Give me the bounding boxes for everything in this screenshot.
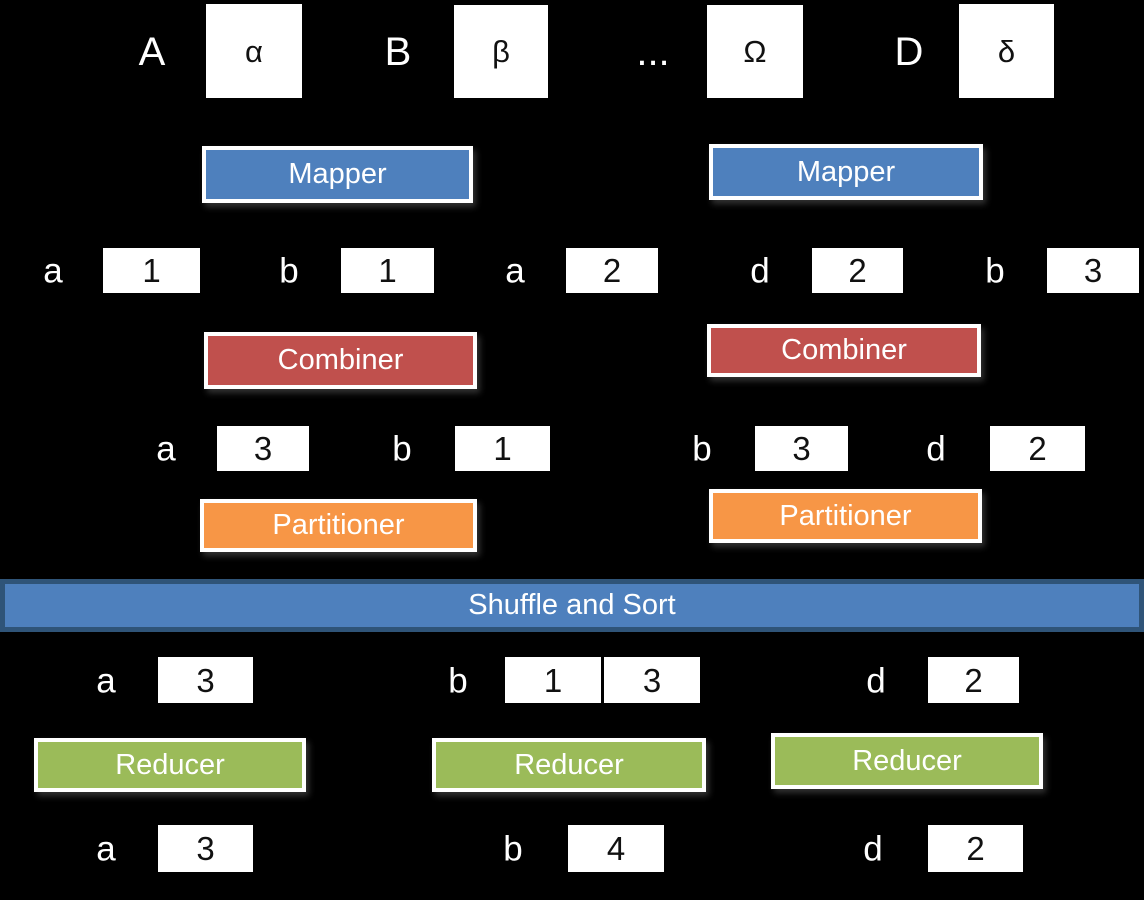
- partitioner-box: Partitioner: [709, 489, 982, 543]
- kv-value-box: 3: [755, 426, 848, 471]
- kv-value-box: 1: [455, 426, 550, 471]
- kv-key: d: [863, 829, 883, 869]
- kv-value-pair: 1 3: [505, 657, 700, 703]
- combiner-box: Combiner: [707, 324, 981, 377]
- reducer-box: Reducer: [432, 738, 706, 792]
- kv-key: b: [448, 661, 468, 701]
- kv-value-box: 2: [812, 248, 903, 293]
- kv-key: b: [392, 429, 412, 469]
- mapper-box: Mapper: [709, 144, 983, 200]
- kv-value-box: 3: [158, 825, 253, 872]
- input-doc-box: δ: [959, 4, 1054, 98]
- kv-value-box: 1: [103, 248, 200, 293]
- input-doc-box: β: [454, 5, 548, 98]
- input-ellipsis: ...: [636, 30, 670, 74]
- kv-key: a: [96, 661, 116, 701]
- reducer-box: Reducer: [34, 738, 306, 792]
- shuffle-and-sort-bar: Shuffle and Sort: [0, 579, 1144, 632]
- input-label: B: [384, 30, 412, 74]
- input-doc-box: α: [206, 4, 302, 98]
- kv-key: d: [926, 429, 946, 469]
- kv-key: b: [279, 251, 299, 291]
- kv-key: d: [750, 251, 770, 291]
- reducer-box: Reducer: [771, 733, 1043, 789]
- kv-value-box: 1: [341, 248, 434, 293]
- kv-key: a: [43, 251, 63, 291]
- kv-value-box: 2: [928, 657, 1019, 703]
- kv-key: b: [692, 429, 712, 469]
- kv-value-box: 3: [217, 426, 309, 471]
- kv-value-box: 1: [505, 657, 601, 703]
- kv-value-box: 2: [566, 248, 658, 293]
- input-label: D: [894, 30, 924, 74]
- kv-value-box: 3: [604, 657, 700, 703]
- kv-key: a: [505, 251, 525, 291]
- combiner-box: Combiner: [204, 332, 477, 389]
- partitioner-box: Partitioner: [200, 499, 477, 552]
- kv-key: b: [985, 251, 1005, 291]
- kv-key: a: [96, 829, 116, 869]
- kv-key: d: [866, 661, 886, 701]
- input-label: A: [138, 30, 166, 74]
- kv-value-box: 2: [990, 426, 1085, 471]
- kv-value-box: 2: [928, 825, 1023, 872]
- kv-value-box: 4: [568, 825, 664, 872]
- input-doc-box: Ω: [707, 5, 803, 98]
- kv-key: b: [503, 829, 523, 869]
- kv-value-box: 3: [1047, 248, 1139, 293]
- mapper-box: Mapper: [202, 146, 473, 203]
- kv-key: a: [156, 429, 176, 469]
- kv-value-box: 3: [158, 657, 253, 703]
